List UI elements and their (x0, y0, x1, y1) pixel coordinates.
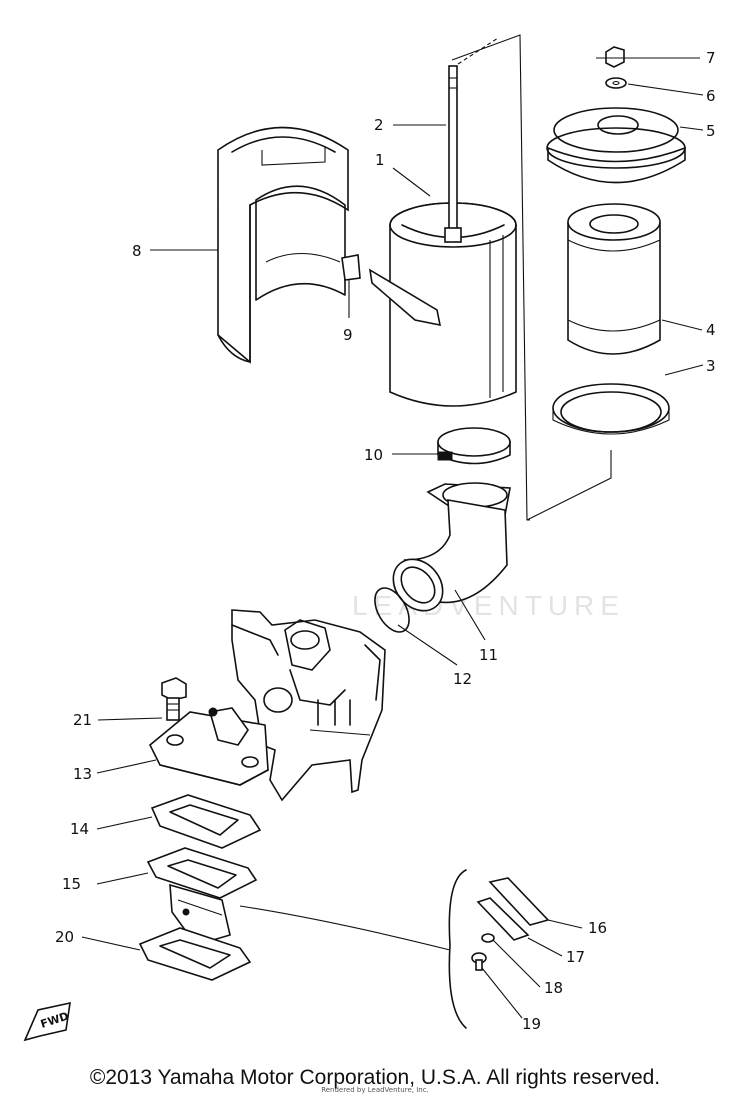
part-9-clip[interactable] (341, 254, 361, 281)
callout-13: 13 (73, 765, 92, 783)
part-15-reed-valve[interactable] (146, 847, 258, 946)
part-7-nut[interactable] (605, 46, 625, 68)
callout-19: 19 (522, 1015, 541, 1033)
part-14-gasket[interactable] (150, 794, 262, 849)
callout-18: 18 (544, 979, 563, 997)
callout-14: 14 (70, 820, 89, 838)
callout-5: 5 (706, 122, 716, 140)
credit-text: Rendered by LeadVenture, Inc. (321, 1086, 429, 1094)
part-5-cover[interactable] (546, 107, 686, 184)
part-8-shroud[interactable] (217, 126, 349, 364)
callout-10: 10 (364, 446, 383, 464)
part-20-gasket[interactable] (138, 927, 252, 981)
callout-15: 15 (62, 875, 81, 893)
callout-7: 7 (706, 49, 716, 67)
part-18-washer[interactable] (481, 933, 495, 943)
copyright-text: ©2013 Yamaha Motor Corporation, U.S.A. A… (89, 1066, 661, 1089)
callout-16: 16 (588, 919, 607, 937)
part-17-stopper[interactable] (476, 897, 530, 941)
part-21-bolt[interactable] (161, 677, 187, 721)
part-11-elbow[interactable] (383, 482, 511, 621)
part-13-manifold[interactable] (148, 707, 269, 786)
callout-11: 11 (479, 646, 498, 664)
part-1-housing[interactable] (368, 202, 517, 407)
watermark: LEADVENTURE (352, 590, 625, 621)
callouts: 1 2 3 4 5 6 7 8 9 10 11 12 13 14 15 16 1… (55, 49, 716, 1033)
callout-12: 12 (453, 670, 472, 688)
reed-detail-bracket (448, 869, 467, 1029)
callout-1: 1 (375, 151, 385, 169)
part-2-stud[interactable] (444, 65, 462, 243)
fwd-arrow-icon: FWD (23, 1001, 71, 1042)
callout-6: 6 (706, 87, 716, 105)
part-19-screw[interactable] (471, 952, 487, 971)
engine-block (231, 609, 386, 802)
callout-21: 21 (73, 711, 92, 729)
callout-2: 2 (374, 116, 384, 134)
leader-lines (81, 57, 704, 1019)
part-10-clamp[interactable] (437, 427, 511, 465)
callout-9: 9 (343, 326, 353, 344)
callout-3: 3 (706, 357, 716, 375)
callout-20: 20 (55, 928, 74, 946)
part-12-oring[interactable] (368, 582, 416, 638)
callout-4: 4 (706, 321, 716, 339)
callout-17: 17 (566, 948, 585, 966)
part-4-element[interactable] (567, 203, 661, 355)
callout-8: 8 (132, 242, 142, 260)
part-3-ring[interactable] (552, 383, 670, 435)
part-6-washer[interactable] (605, 77, 627, 89)
